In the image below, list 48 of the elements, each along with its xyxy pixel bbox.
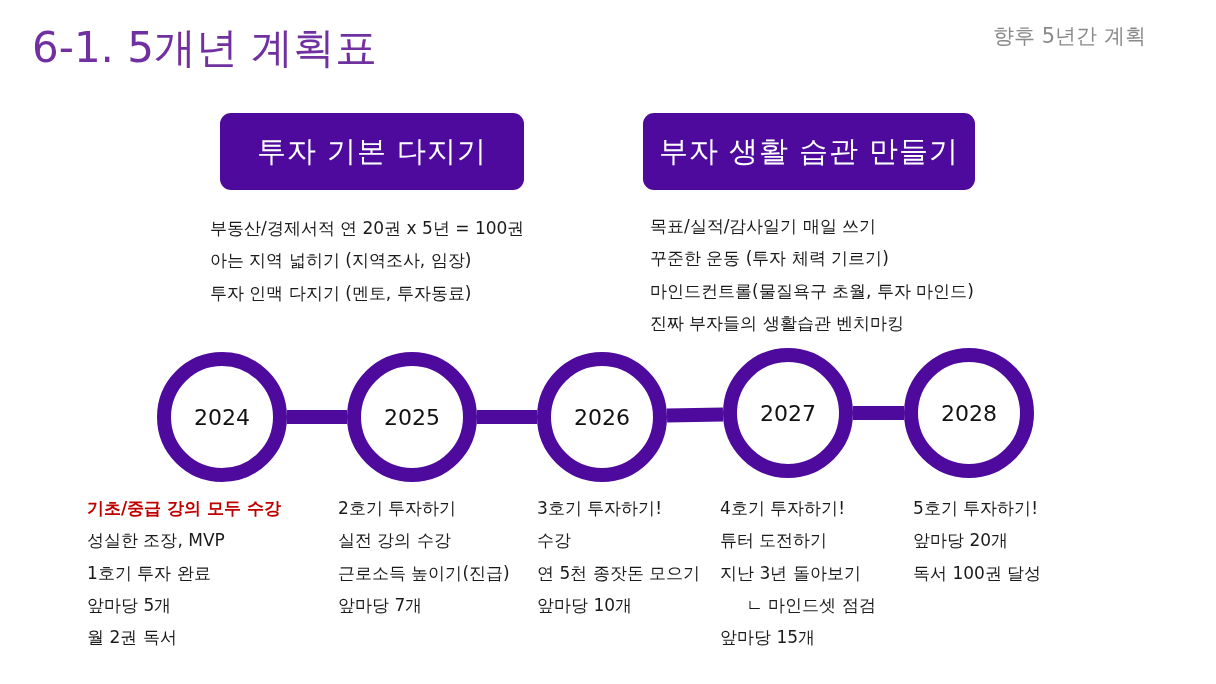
plan-item: 성실한 조장, MVP (87, 529, 225, 552)
year-circle (347, 352, 477, 482)
plan-item: 앞마당 7개 (338, 593, 423, 616)
year-circle (157, 352, 287, 482)
plan-item: 아는 지역 넓히기 (지역조사, 임장) (210, 249, 472, 272)
plan-item: 목표/실적/감사일기 매일 쓰기 (650, 215, 877, 237)
plan-item: 지난 3년 돌아보기 (720, 561, 861, 584)
year-label: 2024 (193, 404, 251, 430)
page-title: 6-1. 5개년 계획표 (32, 22, 378, 74)
plan-item: 앞마당 5개 (87, 593, 172, 616)
plan-item: 근로소득 높이기(진급) (338, 561, 510, 584)
heading-box (643, 113, 975, 190)
year-label: 2026 (573, 404, 631, 430)
heading-text: 투자 기본 다지기 (256, 132, 488, 170)
year-label: 2028 (940, 400, 998, 426)
plan-item: 독서 100권 달성 (913, 561, 1042, 584)
connector-line (853, 406, 904, 420)
plan-item: 튜터 도전하기 (720, 529, 828, 552)
year-circle (723, 348, 853, 478)
connector-line (666, 407, 724, 423)
plan-item: 2호기 투자하기 (338, 497, 457, 519)
plan-item: 월 2권 독서 (87, 626, 177, 649)
year-label: 2027 (759, 400, 817, 426)
year-circle (537, 352, 667, 482)
plan-item: ㄴ 마인드셋 점검 (746, 593, 876, 616)
plan-item: 연 5천 종잣돈 모으기 (537, 561, 701, 584)
plan-item: 앞마당 20개 (913, 529, 1009, 552)
plan-item: 1호기 투자 완료 (87, 561, 211, 584)
plan-item: 부동산/경제서적 연 20권 x 5년 = 100권 (210, 217, 525, 239)
plan-item: 꾸준한 운동 (투자 체력 기르기) (650, 247, 889, 270)
plan-item: 실전 강의 수강 (338, 529, 451, 552)
plan-item: 진짜 부자들의 생활습관 벤치마킹 (650, 311, 905, 334)
plan-item: 수강 (537, 529, 571, 552)
plan-item: 마인드컨트롤(물질욕구 초월, 투자 마인드) (650, 279, 974, 302)
connector-line (477, 410, 537, 424)
plan-item: 기초/중급 강의 모두 수강 (87, 497, 281, 519)
heading-text: 부자 생활 습관 만들기 (658, 132, 960, 170)
year-label: 2025 (383, 404, 441, 430)
subtitle-label: 향후 5년간 계획 (993, 23, 1146, 50)
heading-box (220, 113, 524, 190)
plan-item: 앞마당 10개 (537, 593, 633, 616)
plan-item: 4호기 투자하기! (720, 497, 846, 519)
year-circle (904, 348, 1034, 478)
plan-item: 앞마당 15개 (720, 626, 816, 649)
plan-item: 투자 인맥 다지기 (멘토, 투자동료) (210, 281, 472, 304)
plan-item: 3호기 투자하기! (537, 497, 663, 519)
connector-line (287, 410, 347, 424)
plan-item: 5호기 투자하기! (913, 497, 1039, 519)
